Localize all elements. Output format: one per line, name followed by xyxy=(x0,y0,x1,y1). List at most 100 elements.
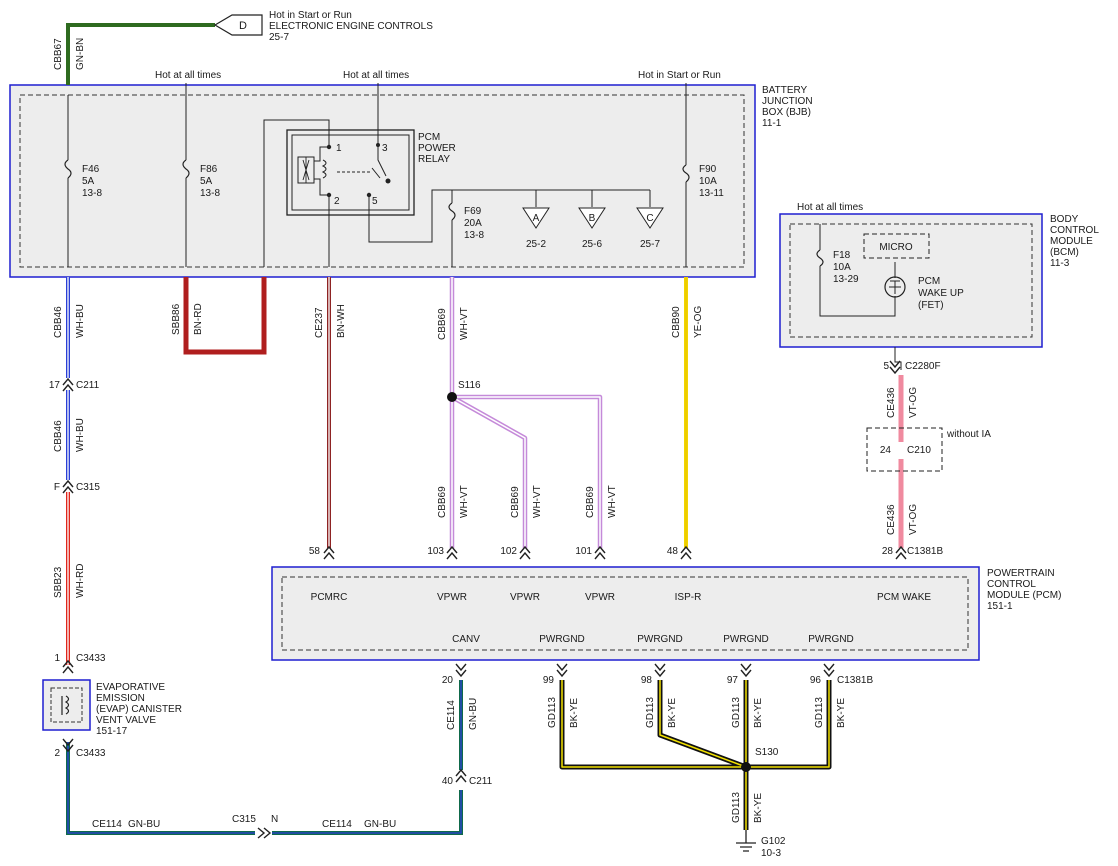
pcm-title-1: POWERTRAIN xyxy=(987,568,1055,579)
top-hot-label: Hot in Start or Run xyxy=(269,10,352,21)
bjb-title-1: BATTERY xyxy=(762,85,808,96)
splice-s116-label: S116 xyxy=(458,380,481,391)
fet-label-1: PCM xyxy=(918,276,940,287)
wire-label-gd113-98-circuit: GD113 xyxy=(645,697,656,728)
c3433-1-name: C3433 xyxy=(76,653,106,664)
wire-label-gd113-97-circuit: GD113 xyxy=(731,697,742,728)
pcm-pin-label-isp-r: ISP-R xyxy=(675,592,702,603)
output-b-letter: B xyxy=(589,213,596,224)
wire-label-cbb46b-color: WH-BU xyxy=(75,418,86,452)
wire-label-ce114l-color: GN-BU xyxy=(128,819,160,830)
bcm-title-5: 11-3 xyxy=(1050,258,1070,269)
connector-d-letter: D xyxy=(239,20,247,32)
fuse-f86-id: F86 xyxy=(200,164,218,175)
c210-pin: 24 xyxy=(880,445,892,456)
fet-label-2: WAKE UP xyxy=(918,288,964,299)
pcm-pin-99: 99 xyxy=(543,675,555,686)
wire-ce114-evap xyxy=(66,742,463,835)
c315-top-pin: F xyxy=(54,482,60,493)
relay-pin-2: 2 xyxy=(334,196,340,207)
evap-valve-box xyxy=(42,679,91,731)
bjb-hot-label-2: Hot at all times xyxy=(343,70,409,81)
wire-label-gd113-99-circuit: GD113 xyxy=(547,697,558,728)
relay-pin-5: 5 xyxy=(372,196,378,207)
pcm-pin-48: 48 xyxy=(667,546,679,557)
output-c-ref: 25-7 xyxy=(640,239,660,250)
fuse-f69-amp: 20A xyxy=(464,218,482,229)
top-system-label: ELECTRONIC ENGINE CONTROLS xyxy=(269,21,433,32)
pcm-pin-97: 97 xyxy=(727,675,739,686)
pcm-pin-102: 102 xyxy=(500,546,517,557)
wire-label-cbb69-1-circuit: CBB69 xyxy=(437,486,448,518)
wire-label-gd113-97-color: BK-YE xyxy=(753,698,764,728)
pcm-pin-28: 28 xyxy=(882,546,894,557)
bjb-hot-label-1: Hot at all times xyxy=(155,70,221,81)
bcm-hot-label: Hot at all times xyxy=(797,202,863,213)
pcm-pin-label-pwrgnd-99: PWRGND xyxy=(539,634,585,645)
wire-label-cbb90-color: YE-OG xyxy=(693,306,704,338)
wire-label-ce436b-circuit: CE436 xyxy=(886,504,897,535)
c2280f-name: C2280F xyxy=(905,361,941,372)
splice-s116-dot xyxy=(447,392,457,402)
bcm-title-2: CONTROL xyxy=(1050,225,1099,236)
pcm-pin-label-pwrgnd-97: PWRGND xyxy=(723,634,769,645)
wire-label-cbb46b-circuit: CBB46 xyxy=(53,420,64,452)
ground-name: G102 xyxy=(761,836,786,847)
output-a-ref: 25-2 xyxy=(526,239,546,250)
fet-label-3: (FET) xyxy=(918,300,944,311)
wire-label-cbb67-circuit: CBB67 xyxy=(53,38,64,70)
body-control-module xyxy=(779,213,1043,348)
fuse-f18-ref: 13-29 xyxy=(833,274,859,285)
wire-label-cbb46a-color: WH-BU xyxy=(75,304,86,338)
c315-bot-pin: N xyxy=(271,814,278,825)
c211-bot-pin: 40 xyxy=(442,776,454,787)
pcm-pin-label-vpwr-103: VPWR xyxy=(437,592,467,603)
pcm-power-relay xyxy=(286,129,415,216)
pcm-title-4: 151-1 xyxy=(987,601,1013,612)
wire-gd113-group xyxy=(559,680,832,830)
wire-label-ce114l-circuit: CE114 xyxy=(92,819,122,830)
pcm-pin-103: 103 xyxy=(427,546,444,557)
wire-label-ce237-color: BN-WH xyxy=(336,304,347,338)
wire-label-sbb23-circuit: SBB23 xyxy=(53,566,64,598)
pcm-title-3: MODULE (PCM) xyxy=(987,590,1061,601)
pcm-pin-label-pcm-wake: PCM WAKE xyxy=(877,592,931,603)
evap-title-5: 151-17 xyxy=(96,726,128,737)
wire-label-gd113-96-circuit: GD113 xyxy=(814,697,825,728)
pcm-pin-label-canv: CANV xyxy=(452,634,480,645)
fuse-symbols xyxy=(64,159,824,267)
bcm-title-3: MODULE xyxy=(1050,236,1093,247)
wire-label-gd113-96-color: BK-YE xyxy=(836,698,847,728)
evap-title-4: VENT VALVE xyxy=(96,715,156,726)
wire-label-cbb67-color: GN-BN xyxy=(75,38,86,70)
fuse-f69-id: F69 xyxy=(464,206,482,217)
pcm-pin-96: 96 xyxy=(810,675,822,686)
bjb-internal-wiring xyxy=(67,95,896,317)
bjb-title-4: 11-1 xyxy=(762,118,782,129)
wire-cbb67 xyxy=(66,23,215,85)
pcm-pin-label-pwrgnd-98: PWRGND xyxy=(637,634,683,645)
connector-d-shape xyxy=(213,14,263,36)
c210-box xyxy=(866,427,943,472)
evap-title-3: (EVAP) CANISTER xyxy=(96,704,182,715)
c315-bot-name: C315 xyxy=(232,814,256,825)
bjb-hot-label-3: Hot in Start or Run xyxy=(638,70,721,81)
pcm-pin-98: 98 xyxy=(641,675,653,686)
relay-pin-3: 3 xyxy=(382,143,388,154)
wire-label-cbb69-2-circuit: CBB69 xyxy=(510,486,521,518)
wire-label-cbb69-3-color: WH-VT xyxy=(607,485,618,518)
splice-s130-label: S130 xyxy=(755,747,779,758)
fuse-f86-amp: 5A xyxy=(200,176,213,187)
c211-top-name: C211 xyxy=(76,380,100,391)
c211-bot-name: C211 xyxy=(469,776,493,787)
c3433-1-pin: 1 xyxy=(54,653,60,664)
wire-label-cbb69-top-circuit: CBB69 xyxy=(437,308,448,340)
splice-s130-dot xyxy=(741,762,751,772)
ground-symbol xyxy=(736,830,756,852)
wire-ce436 xyxy=(894,347,904,548)
pcm-pin-label-pcmrc: PCMRC xyxy=(311,592,348,603)
wire-label-cbb69-top-color: WH-VT xyxy=(459,307,470,340)
fuse-f18-amp: 10A xyxy=(833,262,851,273)
pcm-pin-label-vpwr-102: VPWR xyxy=(510,592,540,603)
fuse-f69-ref: 13-8 xyxy=(464,230,484,241)
